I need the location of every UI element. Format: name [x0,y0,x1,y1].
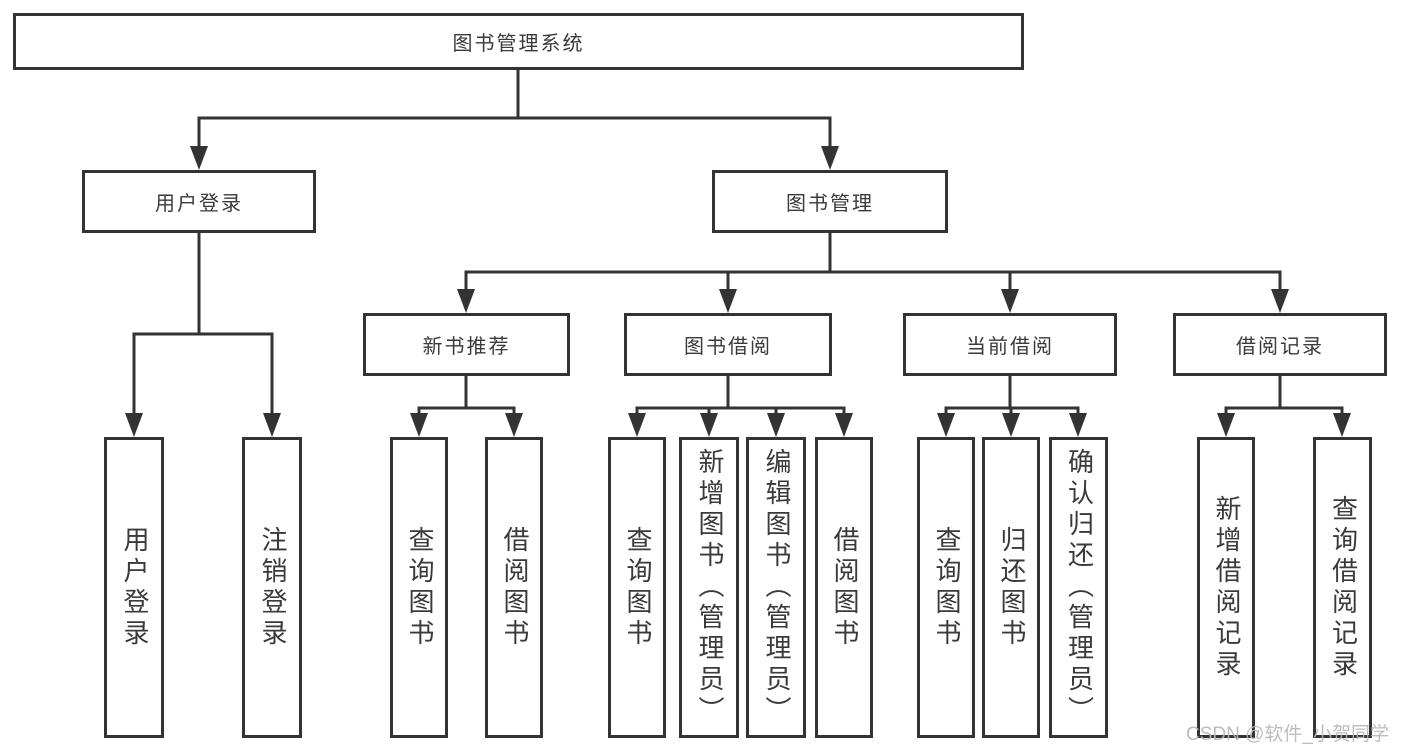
node-book-borrow-label: 图书借阅 [684,336,772,358]
leaf-query-books-recommend: 查询图书 [390,437,448,738]
node-root: 图书管理系统 [13,13,1024,70]
leaf-query-books-current-label: 查询图书 [931,525,962,650]
node-new-book-recommend: 新书推荐 [363,313,570,376]
node-current-borrow: 当前借阅 [903,313,1117,376]
node-borrow-records-label: 借阅记录 [1236,336,1324,358]
leaf-confirm-return-admin-label: 确认归还（管理员） [1064,448,1095,727]
leaf-query-books-current: 查询图书 [917,437,975,738]
tree-edges [132,69,1344,417]
leaf-edit-book-admin: 编辑图书（管理员） [746,437,806,738]
leaf-add-borrow-record-label: 新增借阅记录 [1211,494,1242,681]
leaf-borrow-books-recommend: 借阅图书 [485,437,543,738]
leaf-user-login: 用户登录 [104,437,164,738]
node-user-login-label: 用户登录 [155,193,243,215]
leaf-return-books: 归还图书 [982,437,1040,738]
leaf-query-books-borrow-label: 查询图书 [622,525,653,650]
node-current-borrow-label: 当前借阅 [966,336,1054,358]
leaf-query-books-recommend-label: 查询图书 [404,525,435,650]
node-new-book-recommend-label: 新书推荐 [422,336,511,358]
node-book-management: 图书管理 [712,170,948,233]
arrowhead-icons [125,146,1351,437]
node-book-management-label: 图书管理 [786,193,874,215]
node-user-login: 用户登录 [82,170,316,233]
node-root-label: 图书管理系统 [452,33,585,55]
leaf-add-borrow-record: 新增借阅记录 [1197,437,1255,738]
leaf-query-books-borrow: 查询图书 [608,437,666,738]
leaf-logout-label: 注销登录 [257,525,288,650]
leaf-logout: 注销登录 [242,437,302,738]
leaf-add-book-admin-label: 新增图书（管理员） [694,448,725,727]
leaf-borrow-books-label: 借阅图书 [829,525,860,650]
leaf-add-book-admin: 新增图书（管理员） [679,437,739,738]
leaf-return-books-label: 归还图书 [996,525,1027,650]
leaf-query-borrow-record: 查询借阅记录 [1313,437,1372,738]
node-borrow-records: 借阅记录 [1173,313,1387,376]
node-book-borrow: 图书借阅 [624,313,832,376]
csdn-watermark: CSDN @软件_小贺同学 [1186,724,1389,745]
leaf-borrow-books: 借阅图书 [815,437,873,738]
leaf-query-borrow-record-label: 查询借阅记录 [1328,494,1359,681]
leaf-confirm-return-admin: 确认归还（管理员） [1049,437,1108,738]
leaf-borrow-books-recommend-label: 借阅图书 [499,525,530,650]
leaf-user-login-label: 用户登录 [119,525,150,650]
leaf-edit-book-admin-label: 编辑图书（管理员） [761,448,792,727]
